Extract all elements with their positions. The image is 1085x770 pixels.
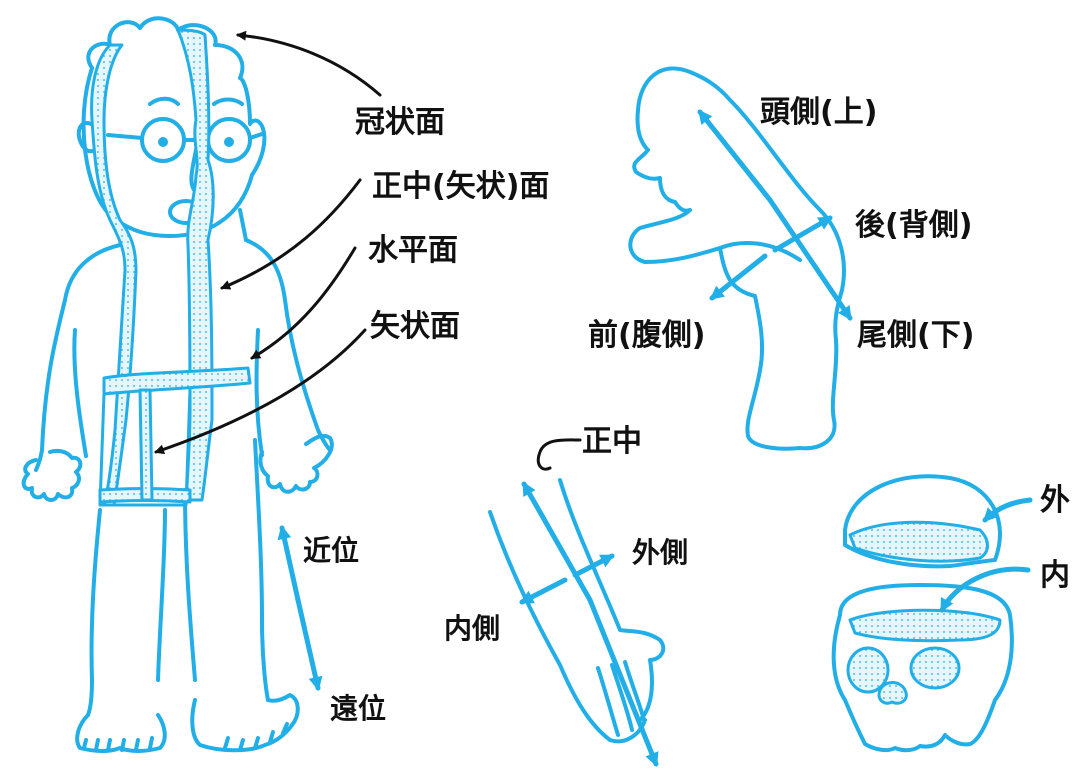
side-figure [628, 66, 846, 451]
coronal-arrow [236, 30, 382, 97]
label-inner: 内 [1040, 558, 1070, 593]
label-lateral: 外側 [632, 536, 688, 569]
label-anterior: 前(腹側) [588, 318, 705, 353]
caudal-arrow [767, 197, 853, 321]
label-outer: 外 [1040, 483, 1070, 518]
label-caudal: 尾側(下) [857, 318, 974, 353]
skull-figure [831, 474, 1014, 753]
label-median-sagittal: 正中(矢状)面 [372, 169, 549, 204]
median-pointer [536, 438, 582, 471]
lateral-arrow [572, 553, 615, 578]
horizontal-arrow [250, 246, 357, 360]
label-horizontal: 水平面 [368, 233, 458, 268]
label-sagittal: 矢状面 [370, 309, 460, 344]
proximal-arrow [277, 525, 301, 603]
median-sagittal-arrow [220, 178, 362, 290]
medial-arrow [519, 577, 568, 605]
inner-arrow [939, 566, 1031, 613]
posterior-arrow [772, 215, 833, 253]
median-arrow-down [587, 597, 659, 767]
label-proximal: 近位 [303, 534, 359, 567]
label-coronal: 冠状面 [355, 105, 445, 140]
median-arrow-up [521, 481, 593, 603]
sagittal-arrow [154, 328, 367, 455]
label-medial: 内側 [444, 612, 500, 645]
label-median: 正中 [582, 424, 642, 459]
human-figure [21, 16, 334, 753]
label-cranial: 頭側(上) [760, 95, 877, 130]
anterior-arrow [709, 253, 768, 301]
label-distal: 遠位 [330, 692, 386, 725]
cranial-arrow [697, 109, 773, 203]
label-posterior: 後(背側) [855, 208, 972, 243]
arm-figure [488, 478, 666, 744]
outer-arrow [982, 497, 1033, 523]
distal-arrow [295, 597, 323, 691]
